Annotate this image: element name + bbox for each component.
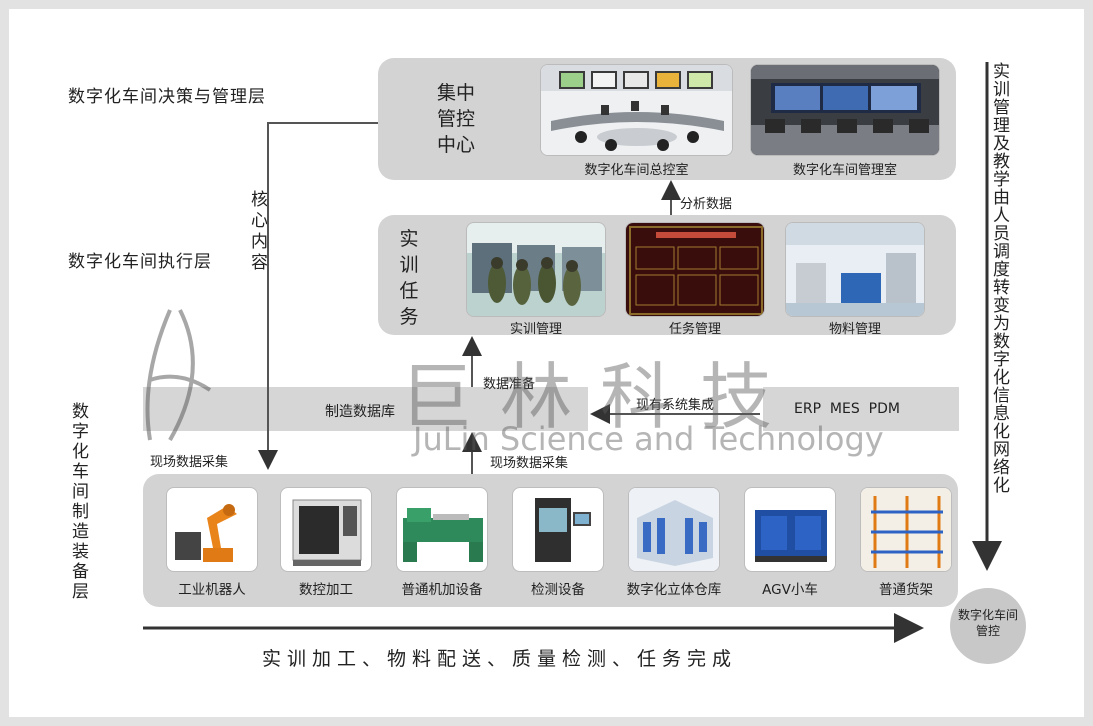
field-collect-label-left: 现场数据采集 xyxy=(150,455,229,470)
equipment-caption-1: 工业机器人 xyxy=(178,582,246,598)
equipment-caption-4: 检测设备 xyxy=(531,582,585,598)
training-title: 实训任务 xyxy=(399,228,419,328)
machining-card xyxy=(396,487,488,572)
equipment-caption-2: 数控加工 xyxy=(299,582,353,598)
task-mgmt-caption: 任务管理 xyxy=(668,322,721,337)
cnc-card xyxy=(280,487,372,572)
management-room-caption: 数字化车间管理室 xyxy=(792,163,897,178)
decision-layer-label: 数字化车间决策与管理层 xyxy=(68,87,266,107)
inspection-card xyxy=(512,487,604,572)
equipment-caption-5: 数字化立体仓库 xyxy=(626,582,722,598)
database-bar xyxy=(143,387,588,431)
right-vertical-text: 实训管理及教学由人员调度转变为数字化信息化网络化 xyxy=(989,62,1009,494)
field-collect-label-right: 现场数据采集 xyxy=(490,456,569,471)
analysis-data-label: 分析数据 xyxy=(680,197,733,212)
management-room-photo xyxy=(750,64,940,156)
database-label: 制造数据库 xyxy=(325,404,395,420)
data-prep-label: 数据准备 xyxy=(483,377,536,392)
agv-card xyxy=(744,487,836,572)
robot-card xyxy=(166,487,258,572)
center-to-field-arrow xyxy=(258,122,378,470)
control-room-caption: 数字化车间总控室 xyxy=(584,163,689,178)
equipment-caption-7: 普通货架 xyxy=(879,582,933,598)
training-mgmt-caption: 实训管理 xyxy=(509,322,562,337)
material-mgmt-caption: 物料管理 xyxy=(828,322,881,337)
control-circle xyxy=(950,588,1026,664)
shelf-card xyxy=(860,487,952,572)
control-center-title: 集中管控中心 xyxy=(436,82,475,156)
training-mgmt-photo xyxy=(466,222,606,317)
material-mgmt-photo xyxy=(785,222,925,317)
control-circle-label: 数字化车间管控 xyxy=(957,608,1018,638)
warehouse-card xyxy=(628,487,720,572)
bottom-flow-text: 实训加工、物料配送、质量检测、任务完成 xyxy=(262,648,738,670)
erp-label: ERP MES PDM xyxy=(794,401,900,417)
equipment-caption-3: 普通机加设备 xyxy=(401,582,483,598)
task-mgmt-photo xyxy=(625,222,765,317)
execution-layer-label: 数字化车间执行层 xyxy=(68,252,212,272)
erp-bar xyxy=(763,387,959,431)
control-room-photo xyxy=(540,64,733,156)
integration-label: 现有系统集成 xyxy=(636,398,715,413)
equipment-caption-6: AGV小车 xyxy=(762,582,818,598)
core-content-label: 核心内容 xyxy=(247,190,267,274)
equipment-layer-label: 数字化车间制造装备层 xyxy=(68,402,88,602)
